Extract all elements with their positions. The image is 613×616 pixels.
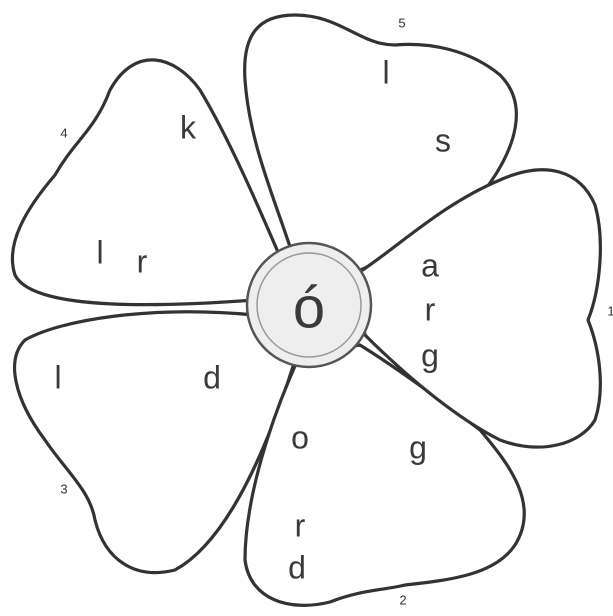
petal-5-letter-1: l bbox=[382, 54, 389, 90]
petal-1-letter-1: a bbox=[421, 247, 439, 283]
petal-2-letter-4: d bbox=[288, 549, 306, 585]
petal-3-letter-2: d bbox=[203, 359, 221, 395]
petal-3-number: 3 bbox=[60, 481, 67, 496]
petal-5-letter-2: s bbox=[435, 122, 451, 158]
petal-1-number: 1 bbox=[607, 303, 613, 318]
center-letter: ó bbox=[293, 275, 325, 340]
petal-2-letter-3: r bbox=[295, 507, 306, 543]
petal-1-letter-3: g bbox=[421, 337, 439, 373]
petal-4-letter-2: l bbox=[96, 234, 103, 270]
petal-4-letter-3: r bbox=[137, 243, 148, 279]
petal-4-letter-1: k bbox=[180, 109, 197, 145]
petal-2-number: 2 bbox=[399, 592, 406, 607]
petal-5-number: 5 bbox=[398, 15, 405, 30]
petal-1-letter-2: r bbox=[425, 291, 436, 327]
petal-4-number: 4 bbox=[60, 125, 67, 140]
petal-3-letter-1: l bbox=[54, 359, 61, 395]
petal-2-letter-2: g bbox=[409, 429, 427, 465]
petal-2-letter-1: o bbox=[291, 419, 309, 455]
